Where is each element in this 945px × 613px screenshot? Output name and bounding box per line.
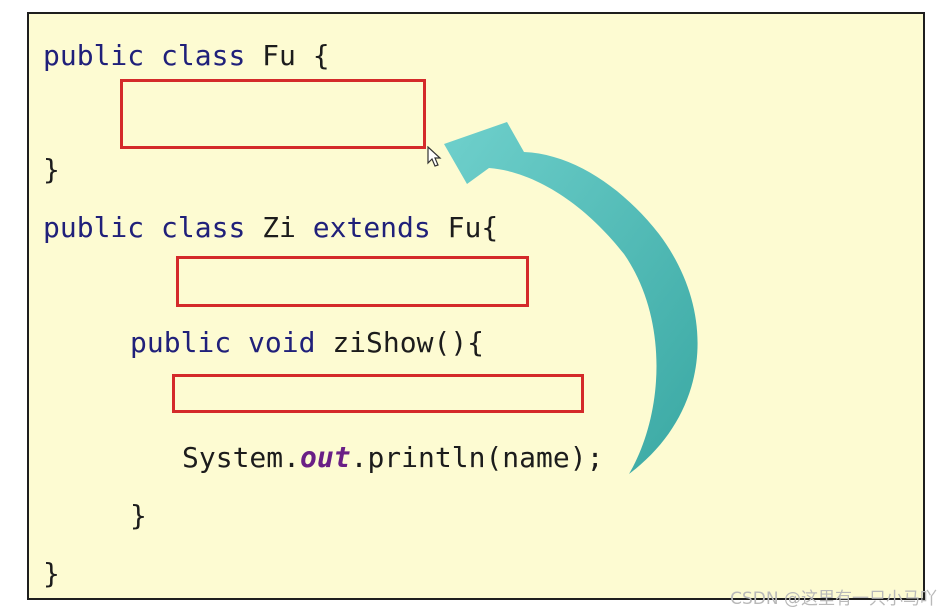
class-fu-declaration: Fu {: [262, 39, 330, 72]
arrow-shape: [444, 122, 698, 474]
keyword-class: class: [161, 39, 246, 72]
code-line-println: System.out.println(name);: [182, 444, 603, 472]
code-line-class-fu: public class Fu {: [43, 42, 330, 70]
code-line-close-method: }: [130, 499, 147, 532]
keyword-public: public: [43, 39, 145, 72]
blank-box-fu-member[interactable]: [120, 79, 426, 149]
field-out: out: [300, 441, 351, 474]
code-line-class-zi: public class Zi extends Fu{: [43, 214, 498, 242]
keyword-extends: extends: [312, 211, 431, 244]
blank-box-local-variable[interactable]: [172, 374, 584, 413]
system-class: System.: [182, 441, 301, 474]
class-name-zi: Zi: [262, 211, 296, 244]
code-line-method-zishow: public void ziShow(){: [130, 329, 484, 357]
code-line-close-fu: }: [43, 153, 60, 186]
keyword-void: void: [248, 326, 316, 359]
code-line-close-zi: }: [43, 557, 60, 590]
superclass-fu: Fu{: [447, 211, 499, 244]
curved-arrow-icon: [444, 122, 698, 474]
blank-box-zi-member[interactable]: [176, 256, 529, 307]
println-call: .println(name);: [350, 441, 604, 474]
cursor-pointer-icon: [427, 146, 442, 167]
keyword-public: public: [43, 211, 145, 244]
keyword-class: class: [161, 211, 246, 244]
watermark: CSDN @这里有一只小马吖: [730, 589, 937, 609]
code-slide: public class Fu { } public class Zi exte…: [27, 12, 925, 600]
keyword-public: public: [130, 326, 232, 359]
method-signature-zishow: ziShow(){: [332, 326, 485, 359]
